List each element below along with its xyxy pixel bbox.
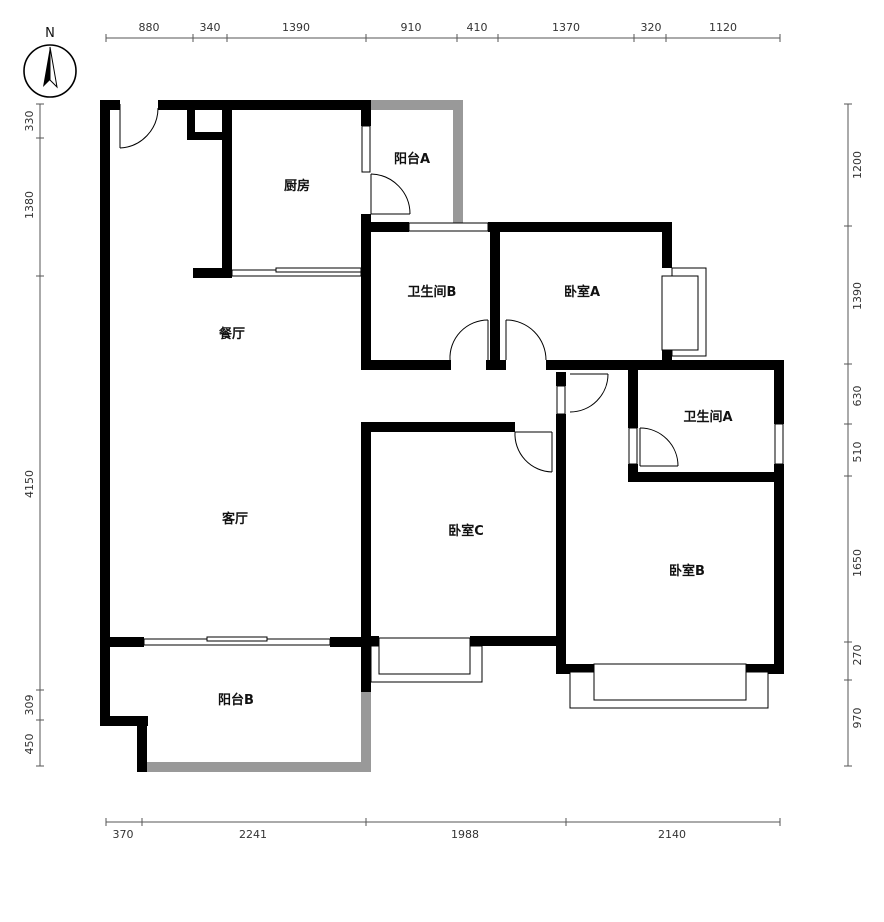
compass-north-label: N (45, 26, 55, 41)
dim-left-2: 1380 (23, 191, 36, 219)
room-dining-label: 餐厅 (218, 326, 245, 342)
dim-right-1: 1200 (851, 151, 864, 179)
dim-bottom-1: 370 (113, 828, 134, 841)
dim-left-5: 450 (23, 734, 36, 755)
dim-right: 1200 1390 630 510 1650 270 970 (851, 151, 864, 729)
dim-right-7: 970 (851, 708, 864, 729)
dim-top-8: 1120 (709, 21, 737, 34)
dim-right-5: 1650 (851, 549, 864, 577)
room-living-label: 客厅 (222, 511, 248, 527)
dim-right-6: 270 (851, 645, 864, 666)
dim-top-3: 1390 (282, 21, 310, 34)
dim-bottom-4: 2140 (658, 828, 686, 841)
room-bed-a-label: 卧室A (564, 284, 600, 300)
room-balcony-b-label: 阳台B (218, 692, 254, 708)
dim-top-2: 340 (200, 21, 221, 34)
room-bed-c-label: 卧室C (448, 523, 484, 539)
dim-top-6: 1370 (552, 21, 580, 34)
room-labels: 厨房 阳台A 卫生间B 卧室A 餐厅 客厅 卫生间A 卧室C 卧室B 阳台B (218, 151, 733, 708)
dim-top-5: 410 (467, 21, 488, 34)
dim-bottom: 370 2241 1988 2140 (113, 828, 687, 841)
dim-left-1: 330 (23, 111, 36, 132)
dim-right-2: 1390 (851, 282, 864, 310)
dimension-lines (39, 37, 849, 823)
room-balcony-a-label: 阳台A (394, 151, 430, 167)
dim-right-4: 510 (851, 442, 864, 463)
compass: N (23, 26, 77, 98)
dim-left-4: 309 (23, 695, 36, 716)
walls (100, 100, 784, 772)
dim-right-3: 630 (851, 386, 864, 407)
compass-circle (23, 44, 77, 98)
dim-top-4: 910 (401, 21, 422, 34)
open-walls (137, 100, 463, 772)
room-bath-b-label: 卫生间B (408, 284, 457, 300)
dim-bottom-2: 2241 (239, 828, 267, 841)
windows (143, 125, 784, 709)
room-bath-a-label: 卫生间A (683, 409, 732, 425)
dim-top-7: 320 (641, 21, 662, 34)
dim-bottom-3: 1988 (451, 828, 479, 841)
dim-left: 330 1380 4150 309 450 (23, 111, 36, 755)
room-kitchen-label: 厨房 (284, 178, 310, 194)
doors (119, 104, 679, 473)
dim-top: 880 340 1390 910 410 1370 320 1120 (139, 21, 738, 34)
dim-left-3: 4150 (23, 470, 36, 498)
room-bed-b-label: 卧室B (669, 563, 705, 579)
dim-top-1: 880 (139, 21, 160, 34)
